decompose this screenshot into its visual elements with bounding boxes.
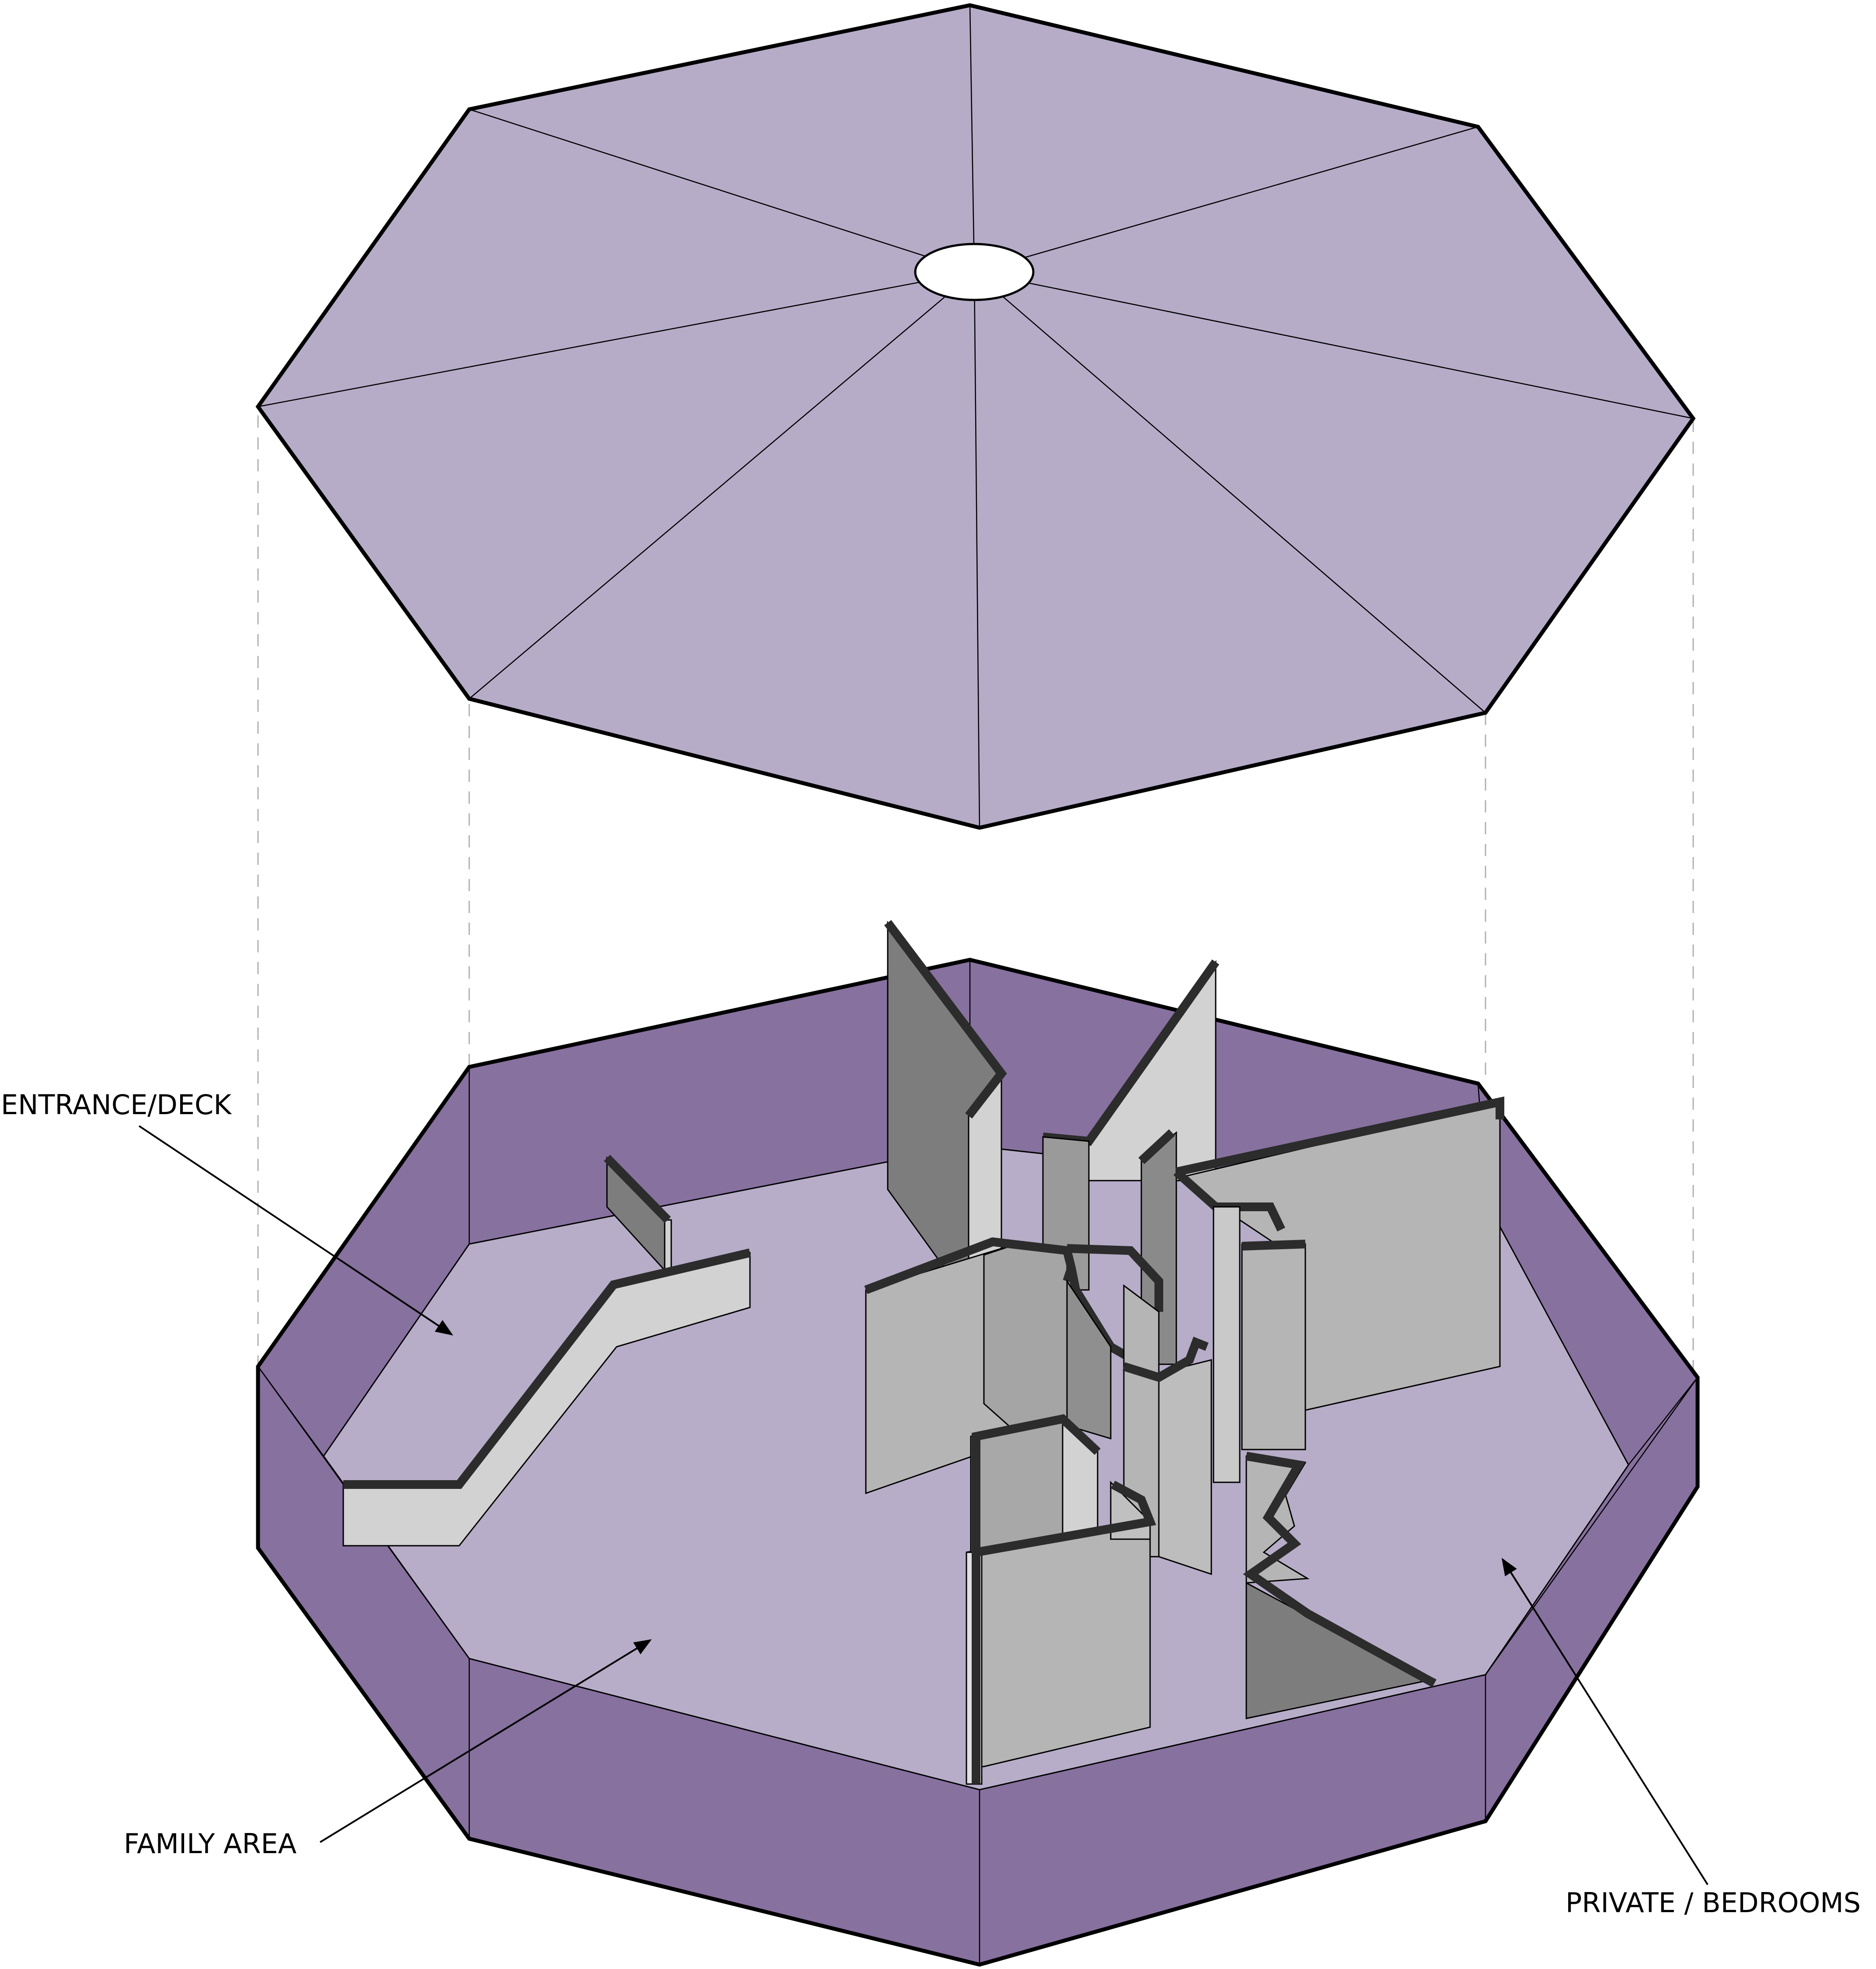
entrance-walls	[342, 1155, 751, 1547]
arrow-family-area	[319, 1639, 652, 1843]
label-private-bedrooms: PRIVATE / BEDROOMS	[1566, 1887, 1861, 1919]
arrow-private-bedrooms	[1501, 1558, 1709, 1885]
wall-band-edges	[257, 960, 1698, 1965]
floor-outline	[256, 958, 1700, 1967]
skylight-opening	[914, 243, 1035, 301]
roof-ridge-lines	[258, 5, 1694, 828]
annotations: ENTRANCE/DECK FAMILY AREA PRIVATE / BEDR…	[1, 1089, 1861, 1919]
label-family-area: FAMILY AREA	[124, 1828, 296, 1860]
arrow-entrance-deck	[138, 1125, 453, 1336]
floor-plan	[256, 920, 1700, 1967]
roof	[255, 3, 1696, 830]
core-walls	[864, 920, 1504, 1785]
label-entrance-deck: ENTRANCE/DECK	[1, 1089, 232, 1121]
